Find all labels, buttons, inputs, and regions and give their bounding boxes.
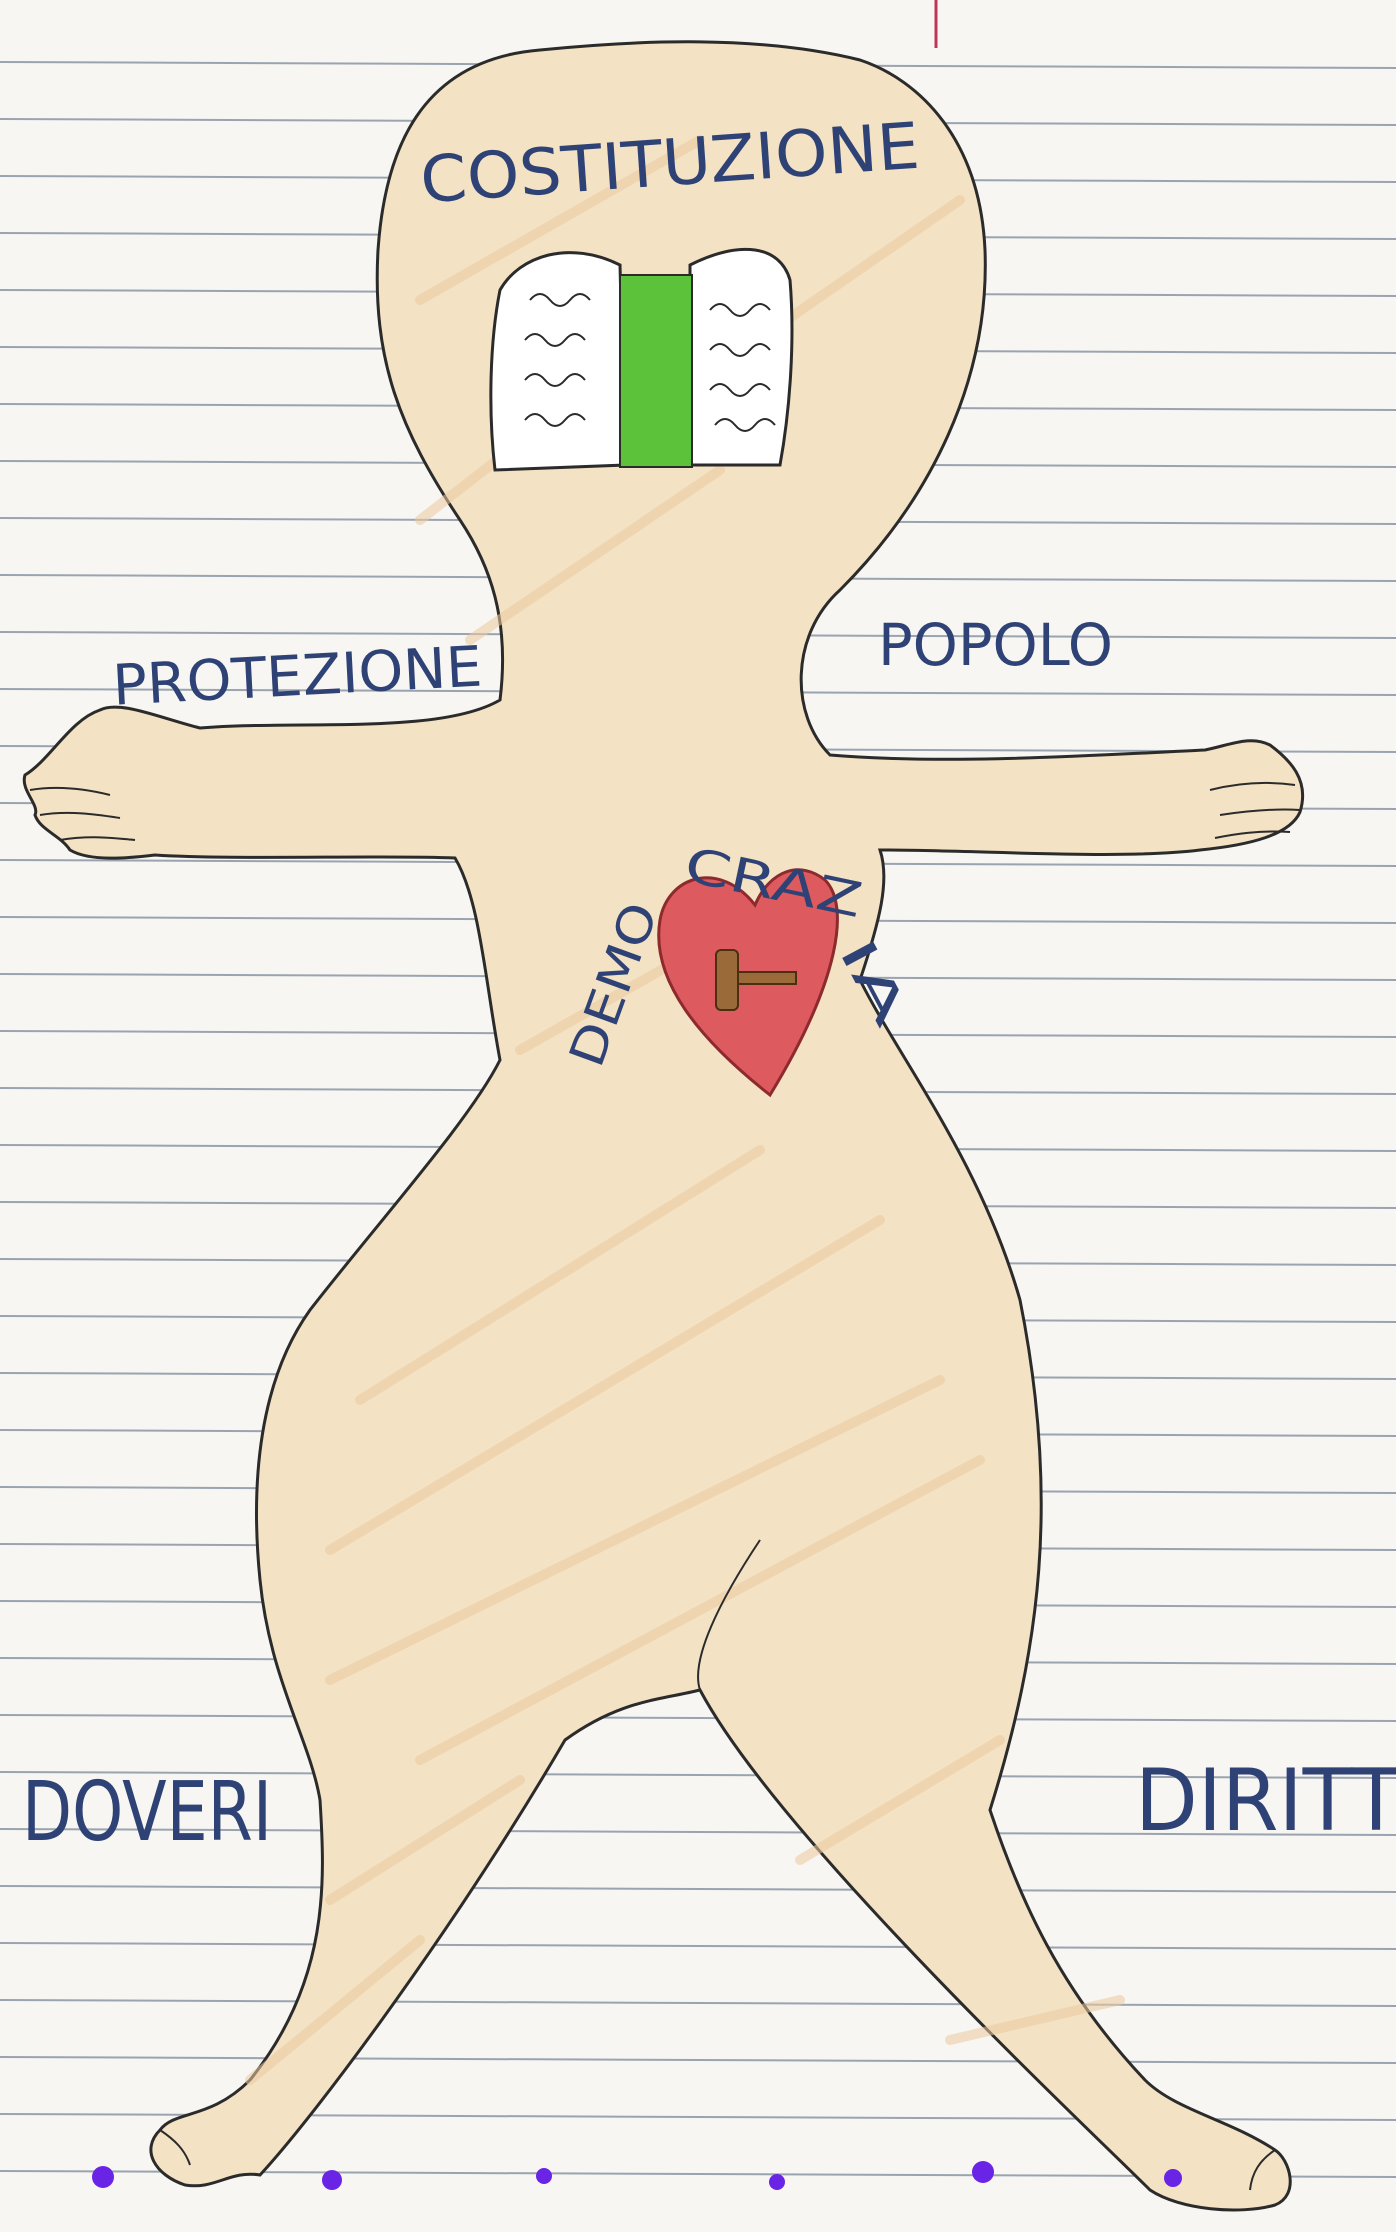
label-doveri: DOVERI [22, 1765, 272, 1860]
label-diritti: DIRITTI [1135, 1751, 1396, 1851]
book-icon [491, 249, 792, 470]
label-popolo: POPOLO [878, 611, 1113, 679]
